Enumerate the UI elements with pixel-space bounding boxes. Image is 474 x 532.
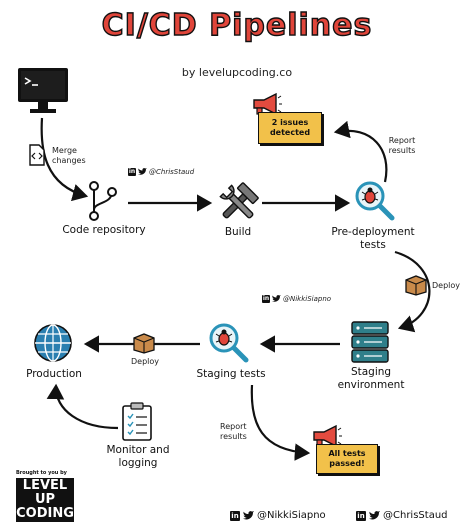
note-all-tests-passed: All tests passed! [316,444,378,474]
handle-tag-chris: in @ChrisStaud [128,168,195,176]
globe-icon [34,324,72,362]
brought-to-you-label: Brought to you by [16,470,67,476]
clipboard-icon [122,402,152,441]
level-up-coding-logo: LEVEL UP CODING [16,478,74,522]
node-monitor-and-logging: Monitor and logging [106,444,170,469]
edge-label-deploy-left: Deploy [130,357,159,366]
edge-label-deploy-right: Deploy [432,281,461,290]
footer-handle-nikki: in @NikkiSiapno [230,510,326,521]
arrow-monitor-to-production [46,383,119,430]
arrow-report-issues [333,120,388,183]
note-issues-detected: 2 issues detected [258,112,322,144]
code-file-icon [29,144,45,166]
arrow-report-passed [250,384,311,461]
twitter-icon [243,510,254,519]
arrow-deploy-staging [394,250,431,333]
node-pre-deployment-tests: Pre-deployment tests [331,226,415,251]
linkedin-icon: in [128,168,136,176]
edge-label-report-results-bottom: Report results [220,422,247,441]
edge-label-merge-changes: Merge changes [52,146,86,165]
linkedin-icon: in [230,510,240,521]
node-build: Build [224,226,252,238]
linkedin-icon: in [356,510,366,521]
monitor-icon [18,68,68,113]
twitter-icon [138,168,147,175]
hammer-wrench-icon [219,182,259,219]
node-code-repository: Code repository [62,224,146,236]
node-staging-tests: Staging tests [196,368,266,380]
linkedin-icon: in [262,295,270,303]
byline: by levelupcoding.co [181,66,293,79]
handle-tag-nikki: in @NikkiSiapno [262,295,332,303]
node-production: Production [26,368,82,380]
twitter-icon [369,510,380,519]
package-box-icon [133,333,155,354]
git-branch-icon [89,181,117,221]
arrow-merge-changes [40,117,89,202]
server-rack-icon [351,321,389,363]
bug-magnifier-icon [209,323,249,363]
edge-label-report-results-top: Report results [388,136,416,155]
footer-handle-chris: in @ChrisStaud [356,510,448,521]
node-staging-environment: Staging environment [337,366,405,391]
twitter-icon [272,295,281,302]
bug-magnifier-icon [355,181,395,221]
package-box-icon [405,275,427,296]
page-title: CI/CD Pipelines [101,7,373,43]
